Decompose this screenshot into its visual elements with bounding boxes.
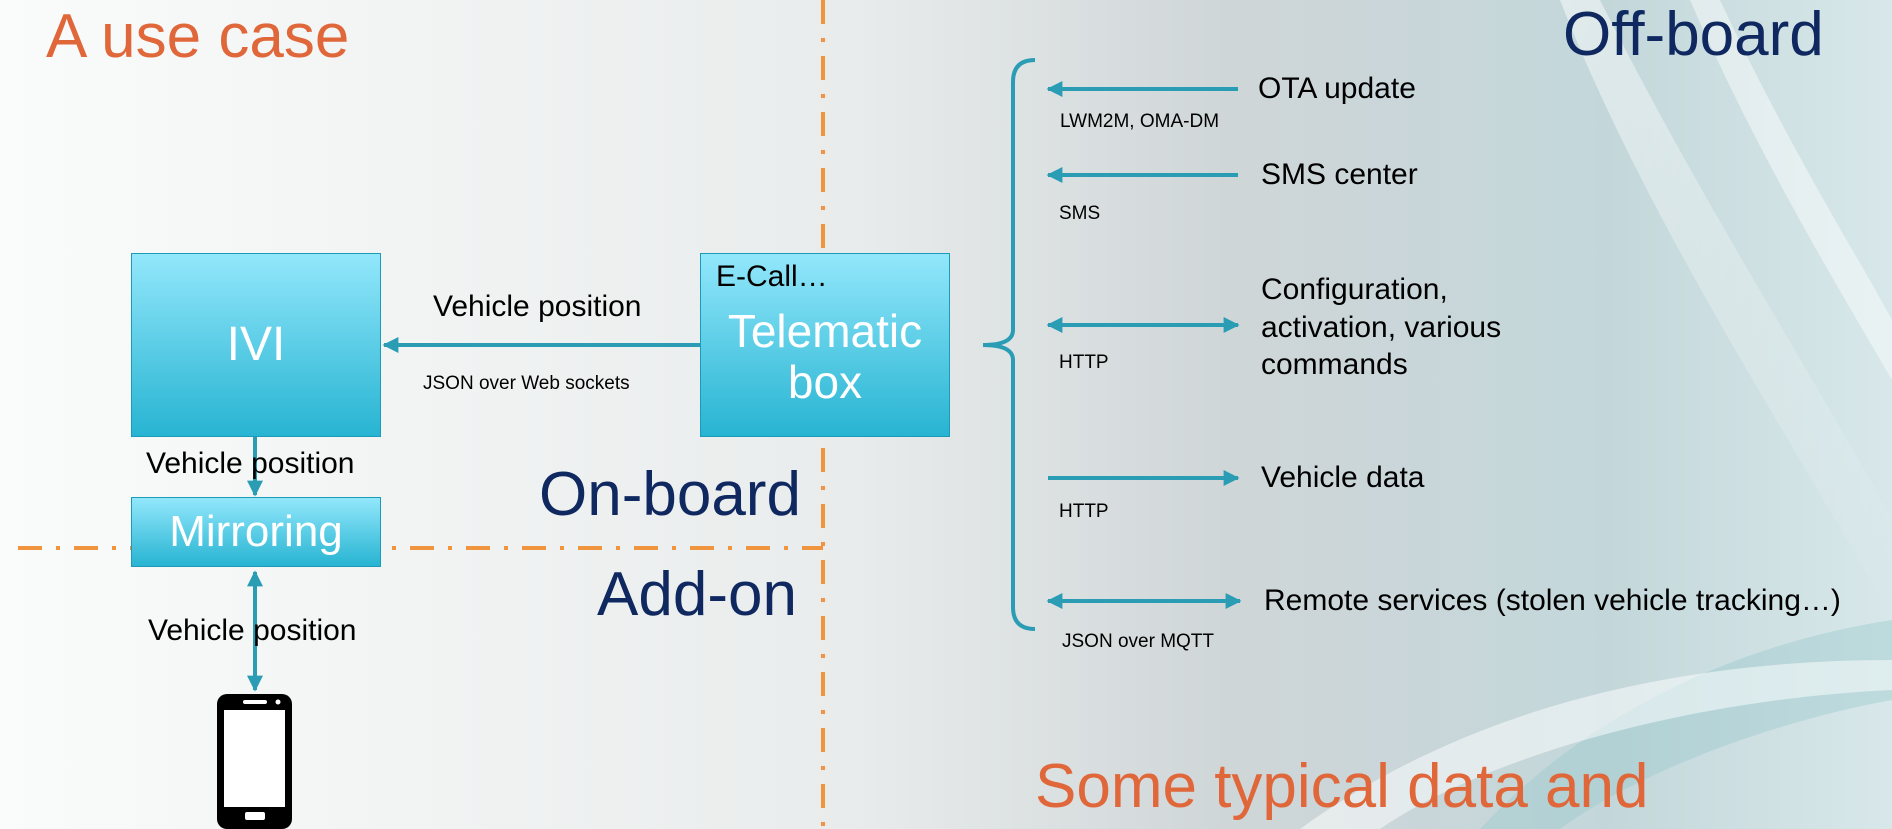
offboard-item-sms-protocol: SMS [1059, 203, 1101, 224]
offboard-item-config-protocol: HTTP [1059, 352, 1109, 373]
telematic-note: E-Call… [716, 260, 828, 293]
page-title: A use case [46, 2, 350, 71]
region-label-on-board: On-board [539, 460, 801, 529]
offboard-item-remote-label: Remote services (stolen vehicle tracking… [1264, 584, 1841, 617]
telematic-ivi-protocol: JSON over Web sockets [423, 373, 630, 394]
telematic-label: Telematic box [727, 305, 923, 408]
mirroring-label: Mirroring [169, 506, 343, 556]
offboard-item-remote-protocol: JSON over MQTT [1062, 631, 1215, 652]
offboard-brace [982, 58, 1036, 631]
offboard-item-vehicle-data-protocol: HTTP [1059, 501, 1109, 522]
region-label-off-board: Off-board [1563, 0, 1824, 69]
offboard-item-vehicle-data-label: Vehicle data [1261, 461, 1425, 494]
smartphone-icon [217, 694, 292, 829]
mirroring-phone-label: Vehicle position [148, 614, 357, 647]
telematic-ivi-label: Vehicle position [433, 290, 642, 323]
footer-heading: Some typical data and [1035, 752, 1649, 821]
ivi-label: IVI [226, 317, 286, 371]
telematic-box: Telematic box [700, 253, 950, 437]
offboard-item-config-label: Configuration, activation, various comma… [1261, 273, 1502, 381]
region-label-add-on: Add-on [597, 560, 797, 629]
mirroring-box: Mirroring [131, 497, 381, 567]
ivi-mirroring-label: Vehicle position [146, 447, 355, 480]
offboard-item-ota-protocol: LWM2M, OMA-DM [1060, 111, 1220, 132]
offboard-item-ota-label: OTA update [1258, 72, 1416, 105]
offboard-item-sms-label: SMS center [1261, 158, 1418, 191]
ivi-box: IVI [131, 253, 381, 437]
